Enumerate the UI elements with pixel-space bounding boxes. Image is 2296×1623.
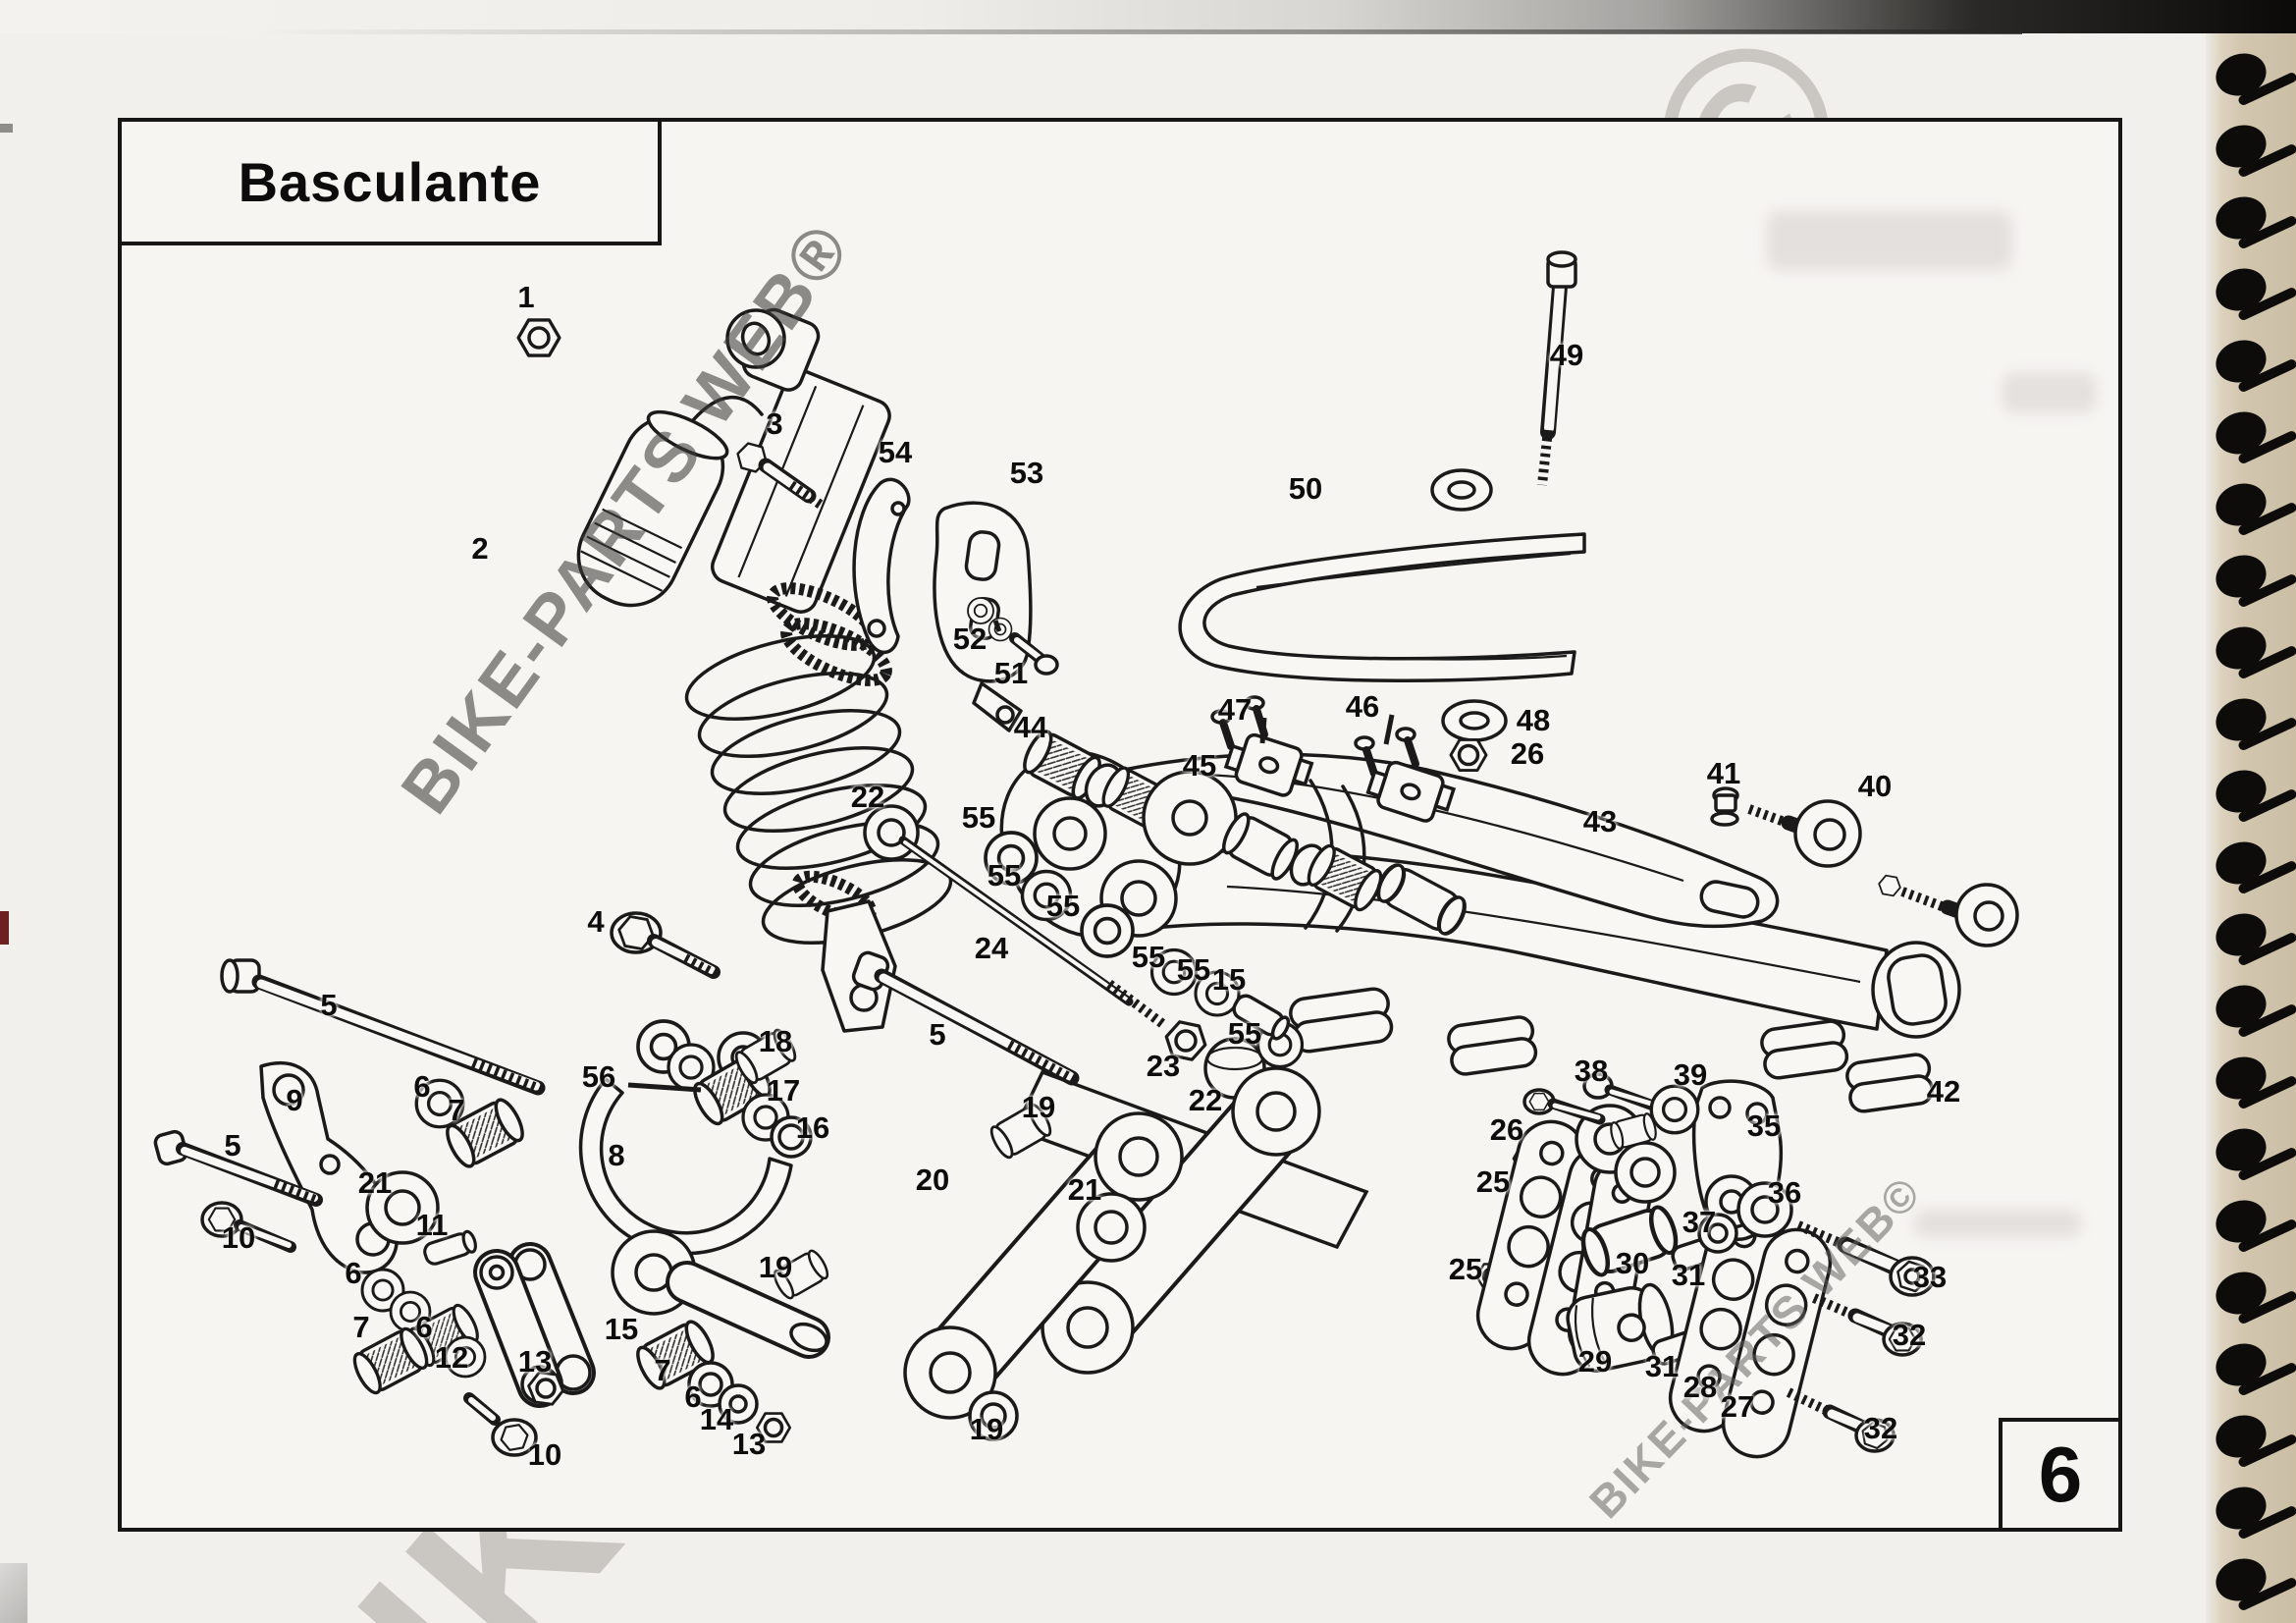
part-link-rods [851, 804, 1369, 1250]
page-number: 6 [2038, 1431, 2083, 1518]
part-bracket-9 [259, 1061, 400, 1274]
page-number-box: 6 [1999, 1418, 2122, 1532]
part-guide-block-46 [1354, 727, 1457, 823]
part-rocker-arm [578, 1031, 830, 1443]
part-chain-guide [852, 477, 1059, 732]
part-swingarm [999, 750, 1961, 1039]
part-chain-slider [1178, 532, 1586, 682]
part-lower-linkage-cluster [1475, 1072, 1936, 1459]
part-bushing-stack [636, 1019, 813, 1159]
scan-artifact-red-mark [0, 911, 9, 945]
spiral-binding [2206, 0, 2296, 1623]
bleedthrough-smudge [1914, 1210, 2081, 1237]
part-dogbone-links [770, 1066, 1321, 1441]
bleedthrough-smudge [2002, 373, 2096, 412]
label-leader-lines [627, 620, 1395, 1093]
part-guide-block-47 [1210, 695, 1314, 797]
part-washer-48-nut-26 [1441, 699, 1508, 773]
scan-artifact-corner-shadow [0, 1563, 27, 1623]
part-pivot-bolt [1430, 250, 1577, 512]
part-pivot-bushings [1017, 726, 1470, 938]
part-end-caps [1289, 987, 1935, 1113]
part-shock-absorber [516, 307, 953, 1033]
part-left-fasteners [153, 958, 566, 1457]
title-box: Basculante [118, 118, 662, 245]
bleedthrough-smudge [1767, 211, 2012, 270]
part-small-links [473, 1242, 596, 1408]
part-chain-adjusters [1710, 786, 2019, 947]
scan-top-edge [0, 0, 2296, 33]
page-title: Basculante [238, 150, 542, 213]
page-top-shadow [255, 29, 2022, 34]
part-shock-spring [684, 634, 953, 945]
scan-artifact-gray-mark [0, 124, 13, 133]
